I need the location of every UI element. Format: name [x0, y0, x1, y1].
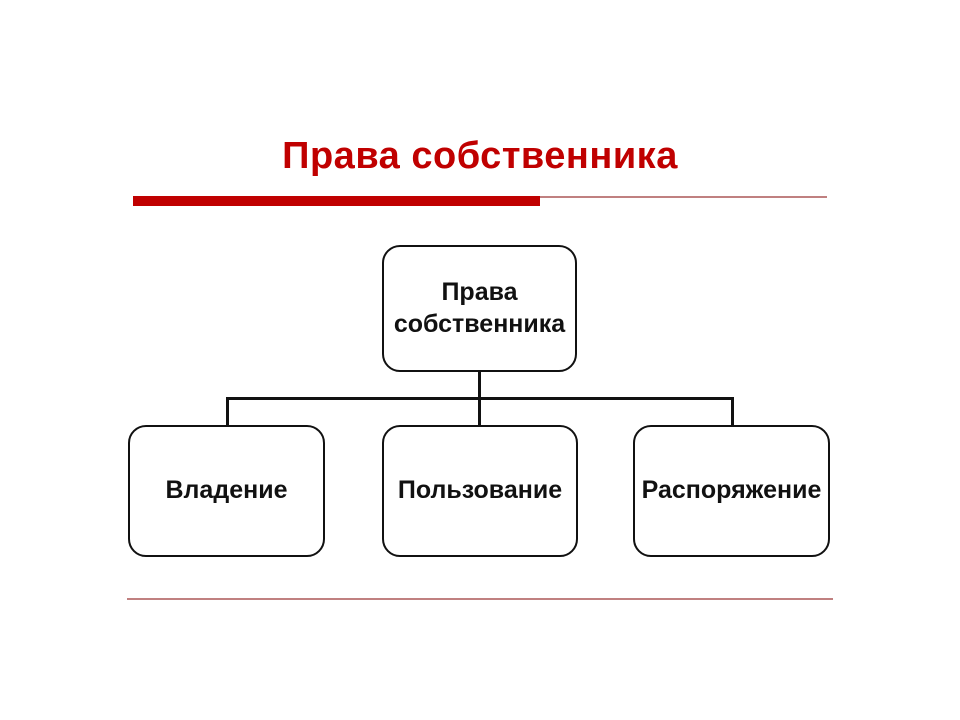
diagram-node-vladenie-label: Владение: [165, 476, 288, 505]
diagram-node-polzovanie: Пользование: [382, 425, 578, 557]
connector-middle-vertical: [478, 397, 481, 426]
diagram-node-rasporyazhenie-label: Распоряжение: [641, 476, 822, 505]
diagram-node-polzovanie-label: Пользование: [397, 476, 563, 505]
slide-title: Права собственника: [282, 135, 678, 177]
diagram-node-rasporyazhenie: Распоряжение: [633, 425, 830, 557]
diagram-node-root-label: Права собственника: [393, 278, 566, 338]
title-underline-accent-bar: [133, 196, 540, 206]
footer-line: [127, 598, 833, 600]
diagram-node-root: Права собственника: [382, 245, 577, 372]
connector-root-vertical: [478, 371, 481, 398]
connector-left-vertical: [226, 397, 229, 426]
diagram-node-vladenie: Владение: [128, 425, 325, 557]
connector-right-vertical: [731, 397, 734, 426]
